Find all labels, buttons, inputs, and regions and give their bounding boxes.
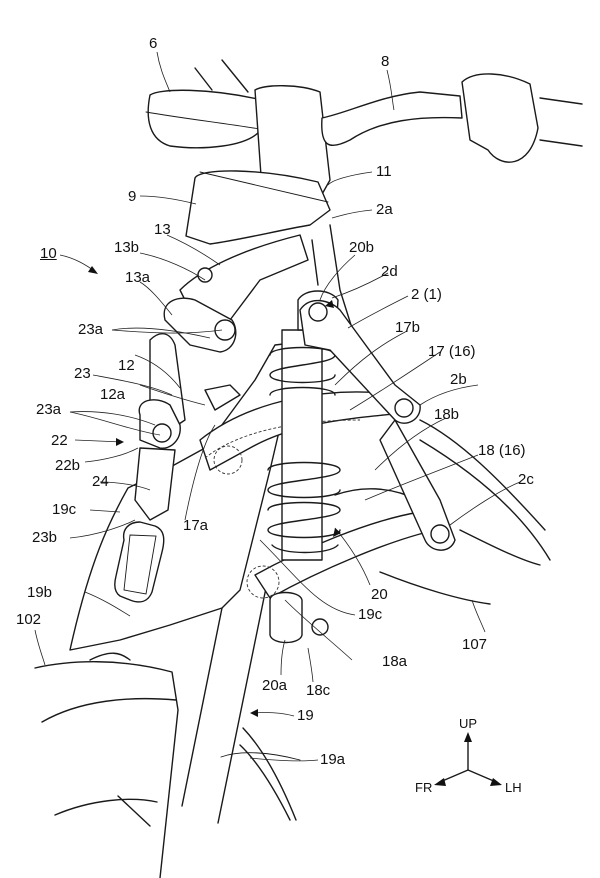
label-17b: 17b [395,319,421,336]
label-23a-mid: 23a [36,401,62,418]
label-13a: 13a [125,269,151,286]
label-18c: 18c [306,682,331,699]
label-22b: 22b [55,457,81,474]
label-2d: 2d [381,263,398,280]
label-22: 22 [51,432,68,449]
leader-lines [34,51,521,762]
label-19b: 19b [27,584,53,601]
label-23a-top: 23a [78,321,104,338]
direction-axes [434,732,502,786]
label-17-16: 17 (16) [428,343,476,360]
label-23b: 23b [32,529,58,546]
label-19c-right: 19c [358,606,383,623]
fork-19 [181,582,301,824]
axis-up-label: UP [459,716,478,731]
label-19a: 19a [320,751,346,768]
label-18a: 18a [382,653,408,670]
label-107: 107 [462,636,488,653]
label-10: 10 [40,245,57,262]
label-20a: 20a [262,677,288,694]
label-13b: 13b [114,239,140,256]
label-2b: 2b [450,371,467,388]
label-19: 19 [297,707,314,724]
label-102: 102 [16,611,42,628]
arrowheads [88,266,341,717]
axis-left-label: LH [505,780,522,795]
label-9: 9 [128,188,137,205]
label-12: 12 [118,357,135,374]
cowl-107 [379,419,551,605]
steering-linkage [134,234,309,599]
label-6: 6 [149,35,158,52]
label-8: 8 [381,53,390,70]
label-24: 24 [92,473,109,490]
label-20b: 20b [349,239,375,256]
label-18-16: 18 (16) [478,442,526,459]
label-12a: 12a [100,386,126,403]
label-17a: 17a [183,517,209,534]
label-2-1: 2 (1) [411,286,442,303]
label-13: 13 [154,221,171,238]
label-19c-left: 19c [52,501,77,518]
handlebar-assembly [145,59,583,245]
label-23: 23 [74,365,91,382]
label-18b: 18b [434,406,460,423]
shock-absorber-20 [267,290,341,644]
label-20: 20 [371,586,388,603]
label-2c: 2c [518,471,534,488]
label-2a: 2a [376,201,393,218]
label-11: 11 [376,163,392,180]
front-wheel [34,652,179,878]
axis-front-label: FR [415,780,433,795]
